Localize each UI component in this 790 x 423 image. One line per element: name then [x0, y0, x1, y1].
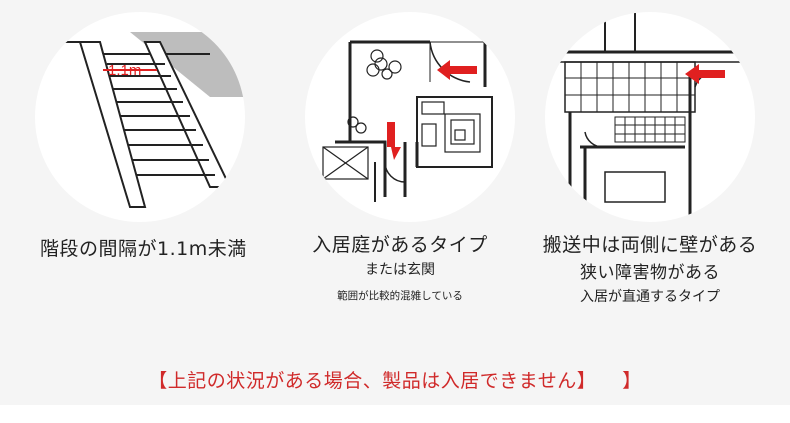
corridor-illustration: [545, 12, 755, 222]
stairs-width-label: 1.1m: [108, 62, 141, 79]
stairs-caption: 階段の間隔が1.1m未満: [40, 238, 247, 260]
warning-close-bracket: 】: [622, 370, 642, 392]
floorplan-sub1: または玄関: [365, 262, 435, 278]
floorplan-illustration: [305, 12, 515, 222]
corridor-drawing: [545, 12, 755, 222]
corridor-sub2: 入居が直通するタイプ: [580, 289, 720, 305]
corridor-sub1: 狭い障害物がある: [580, 263, 720, 283]
stairs-illustration: 1.1m: [35, 12, 245, 222]
bottom-margin: [0, 405, 790, 423]
floorplan-caption: 入居庭があるタイプ: [312, 234, 488, 256]
floorplan-sub2: 範囲が比較的混雑している: [337, 290, 463, 302]
warning-text: 【上記の状況がある場合、製品は入居できません】: [148, 370, 597, 392]
warning-notice: 【上記の状況がある場合、製品は入居できません】 】: [0, 366, 790, 393]
corridor-caption: 搬送中は両側に壁がある: [542, 234, 758, 256]
stairs-drawing: 1.1m: [65, 32, 245, 208]
floorplan-drawing: [322, 40, 493, 202]
